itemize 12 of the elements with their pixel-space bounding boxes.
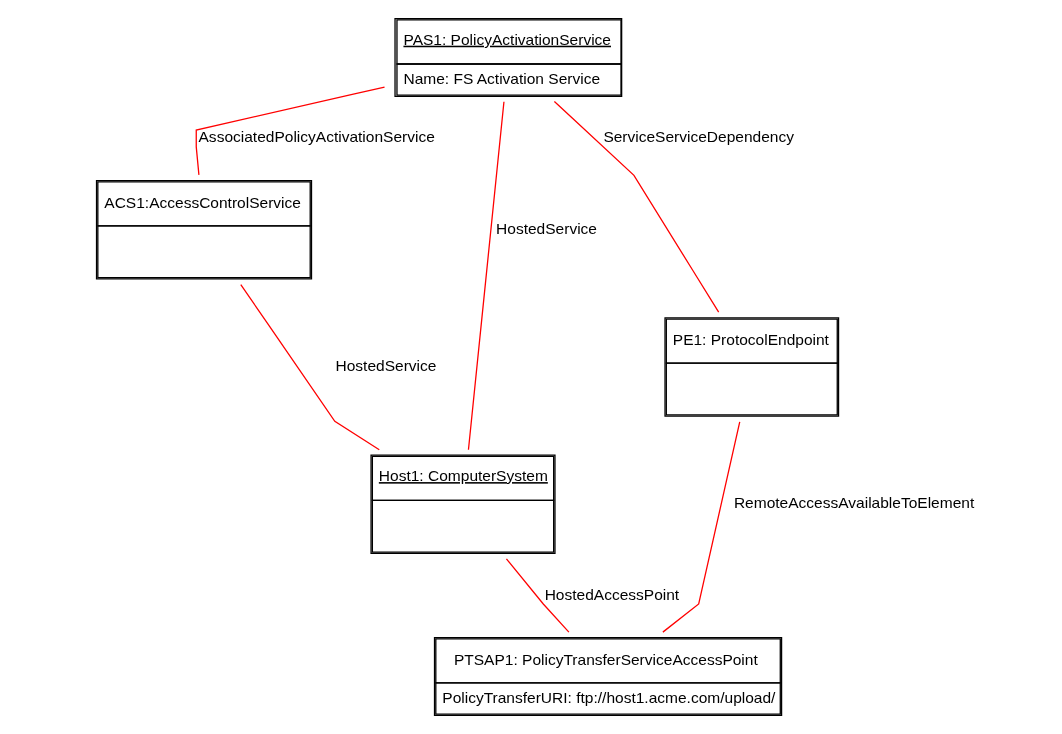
connector [505, 558, 570, 633]
edge-label: RemoteAccessAvailableToElement [733, 494, 975, 512]
connector [467, 101, 505, 451]
connector [240, 283, 380, 451]
edge-label: HostedAccessPoint [544, 585, 680, 603]
edge-label: ServiceServiceDependency [603, 128, 794, 146]
edge-label: HostedService [335, 357, 437, 375]
connector [662, 421, 741, 633]
edge-label: AssociatedPolicyActivationService [198, 128, 435, 146]
connector [553, 100, 720, 313]
edge-label: HostedService [496, 219, 597, 237]
connector [195, 86, 386, 176]
